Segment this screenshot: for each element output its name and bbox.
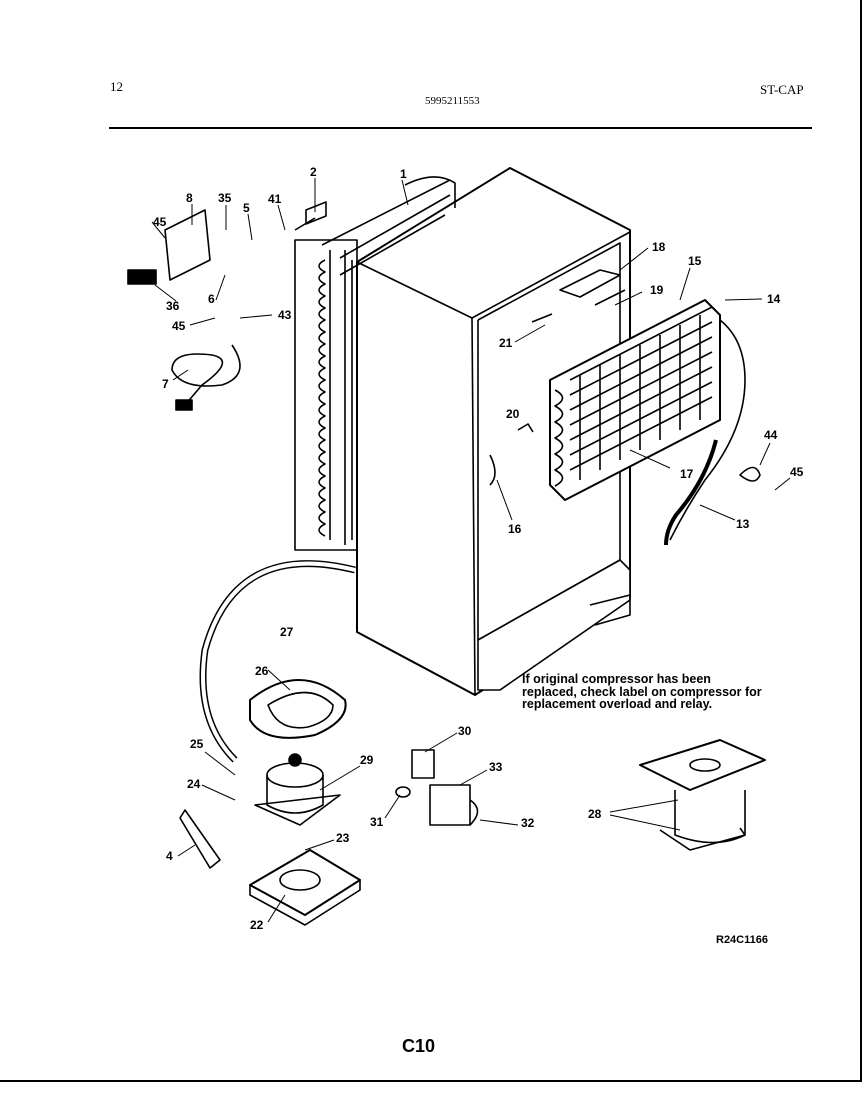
label-45a: 45	[153, 215, 167, 229]
label-43: 43	[278, 308, 292, 322]
label-18: 18	[652, 240, 666, 254]
page-number: 12	[110, 79, 123, 94]
label-19: 19	[650, 283, 664, 297]
label-36: 36	[166, 299, 180, 313]
compressor	[254, 753, 341, 826]
label-1: 1	[400, 167, 407, 181]
defrost-tube	[664, 439, 718, 546]
callout-labels: 1 2 35 8 5 41 45 36 6 43 45 7 18 19 15 1…	[153, 165, 804, 932]
compressor-mounting-pan	[249, 679, 347, 739]
condenser-coil	[294, 176, 456, 551]
label-6: 6	[208, 292, 215, 306]
replacement-compressor	[639, 739, 766, 851]
label-24: 24	[187, 777, 201, 791]
label-21: 21	[499, 336, 513, 350]
label-5: 5	[243, 201, 250, 215]
label-16: 16	[508, 522, 522, 536]
compressor-bracket	[249, 849, 361, 926]
label-28: 28	[588, 807, 602, 821]
label-44: 44	[764, 428, 778, 442]
part-number: 5995211553	[425, 95, 480, 107]
relay-overload-assembly	[395, 749, 479, 826]
label-2: 2	[310, 165, 317, 179]
label-8: 8	[186, 191, 193, 205]
part-4-tube	[179, 809, 221, 869]
page-label: C10	[402, 1036, 436, 1056]
part-36	[127, 269, 157, 285]
header-rule	[109, 127, 812, 129]
label-30: 30	[458, 724, 472, 738]
label-13: 13	[736, 517, 750, 531]
model-code: ST-CAP	[760, 82, 804, 97]
label-33: 33	[489, 760, 503, 774]
power-cord	[171, 344, 241, 406]
evaporator	[549, 299, 746, 541]
label-23: 23	[336, 831, 350, 845]
label-17: 17	[680, 467, 694, 481]
label-31: 31	[370, 815, 384, 829]
part-8-bracket	[164, 209, 211, 281]
label-27: 27	[280, 625, 294, 639]
label-45c: 45	[790, 465, 804, 479]
reference-code: R24C1166	[716, 934, 768, 946]
label-14: 14	[767, 292, 781, 306]
label-15: 15	[688, 254, 702, 268]
compressor-replacement-note: If original compressor has been replaced…	[522, 672, 762, 711]
label-7: 7	[162, 377, 169, 391]
label-32: 32	[521, 816, 535, 830]
refrigerator-cabinet	[356, 167, 631, 696]
label-26: 26	[255, 664, 269, 678]
label-20: 20	[506, 407, 520, 421]
label-25: 25	[190, 737, 204, 751]
label-29: 29	[360, 753, 374, 767]
label-41: 41	[268, 192, 282, 206]
label-4: 4	[166, 849, 173, 863]
label-45b: 45	[172, 319, 186, 333]
label-22: 22	[250, 918, 264, 932]
label-35: 35	[218, 191, 232, 205]
